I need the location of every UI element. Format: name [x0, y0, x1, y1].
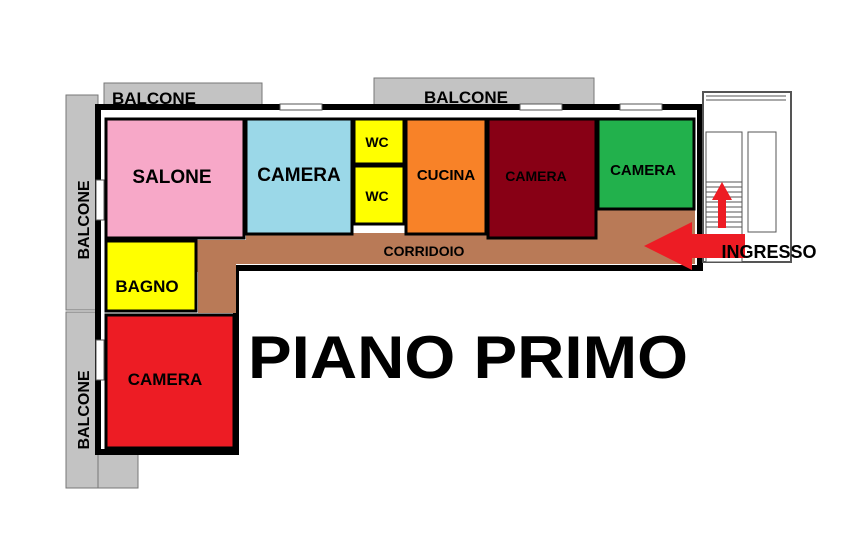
balcony-label-left-lower: BALCONE	[76, 370, 93, 449]
plan-title: PIANO PRIMO	[248, 324, 688, 391]
room-label-camera-2: CAMERA	[505, 168, 566, 184]
room-salone	[104, 117, 246, 240]
balcony-label-top-center: BALCONE	[424, 88, 508, 107]
balcony-label-left-upper: BALCONE	[76, 180, 93, 259]
room-camera-3	[596, 117, 696, 211]
room-bagno	[104, 239, 198, 313]
entrance-arrow	[644, 222, 745, 270]
stair-arrow-up-icon	[712, 182, 732, 228]
room-camera-1	[244, 117, 354, 236]
balcony-left-upper	[65, 94, 99, 311]
window-marks	[95, 103, 663, 381]
room-label-cucina: CUCINA	[417, 167, 475, 184]
room-label-bagno: BAGNO	[115, 277, 178, 296]
room-label-camera-1: CAMERA	[257, 165, 341, 186]
entrance-label: INGRESSO	[721, 242, 816, 262]
room-camera-2	[486, 117, 598, 240]
room-cucina	[404, 117, 488, 236]
corridor-label: CORRIDOIO	[384, 243, 465, 259]
balcony-top-left	[103, 82, 263, 108]
room-label-camera-3: CAMERA	[610, 162, 676, 179]
stairs-right	[747, 131, 777, 233]
balcony-top-center	[373, 77, 595, 108]
room-wc-2	[352, 164, 406, 226]
room-label-salone: SALONE	[132, 167, 211, 188]
room-wc-1	[352, 117, 406, 166]
room-camera-4	[104, 313, 236, 450]
room-label-camera-4: CAMERA	[128, 370, 203, 389]
balcony-label-top-left: BALCONE	[112, 89, 196, 108]
room-label-wc-2: WC	[365, 188, 388, 204]
room-label-wc-1: WC	[365, 134, 388, 150]
